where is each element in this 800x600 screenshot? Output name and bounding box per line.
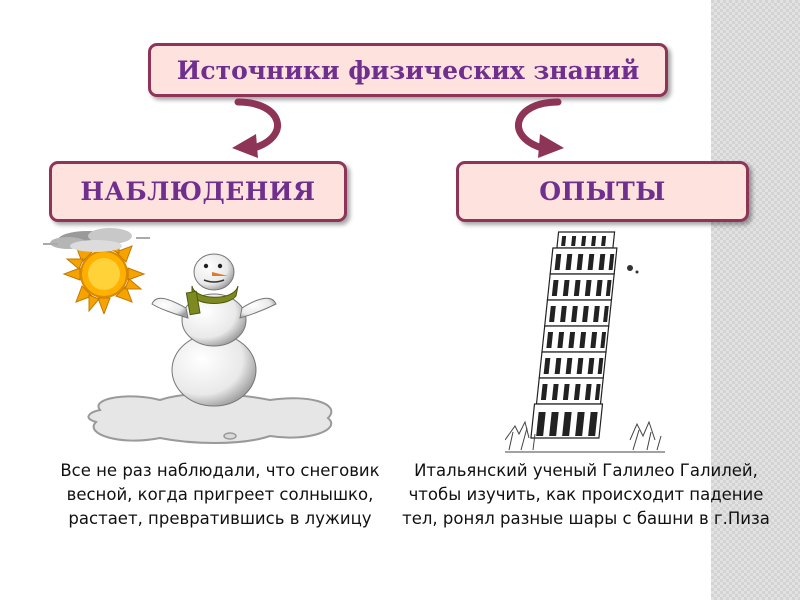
- right-curved-arrow-icon: [515, 98, 564, 158]
- experiments-caption: Итальянский ученый Галилео Галилей, чтоб…: [402, 461, 770, 528]
- leaning-tower-icon: [505, 231, 665, 453]
- snowman-icon: [151, 253, 277, 407]
- cloud-icon: [43, 228, 150, 252]
- experiments-box: ОПЫТЫ: [456, 161, 749, 222]
- sun-icon: [43, 228, 150, 314]
- title-box: Источники физических знаний: [148, 43, 668, 97]
- observations-heading: НАБЛЮДЕНИЯ: [80, 177, 316, 206]
- left-curved-arrow-icon: [232, 98, 281, 158]
- observations-box: НАБЛЮДЕНИЯ: [49, 161, 347, 222]
- observations-caption: Все не раз наблюдали, что снеговик весно…: [60, 461, 380, 528]
- decorative-side-stripe: [711, 0, 800, 600]
- experiments-heading: ОПЫТЫ: [539, 177, 666, 206]
- puddle-icon: [87, 392, 333, 444]
- slide-title: Источники физических знаний: [176, 55, 640, 85]
